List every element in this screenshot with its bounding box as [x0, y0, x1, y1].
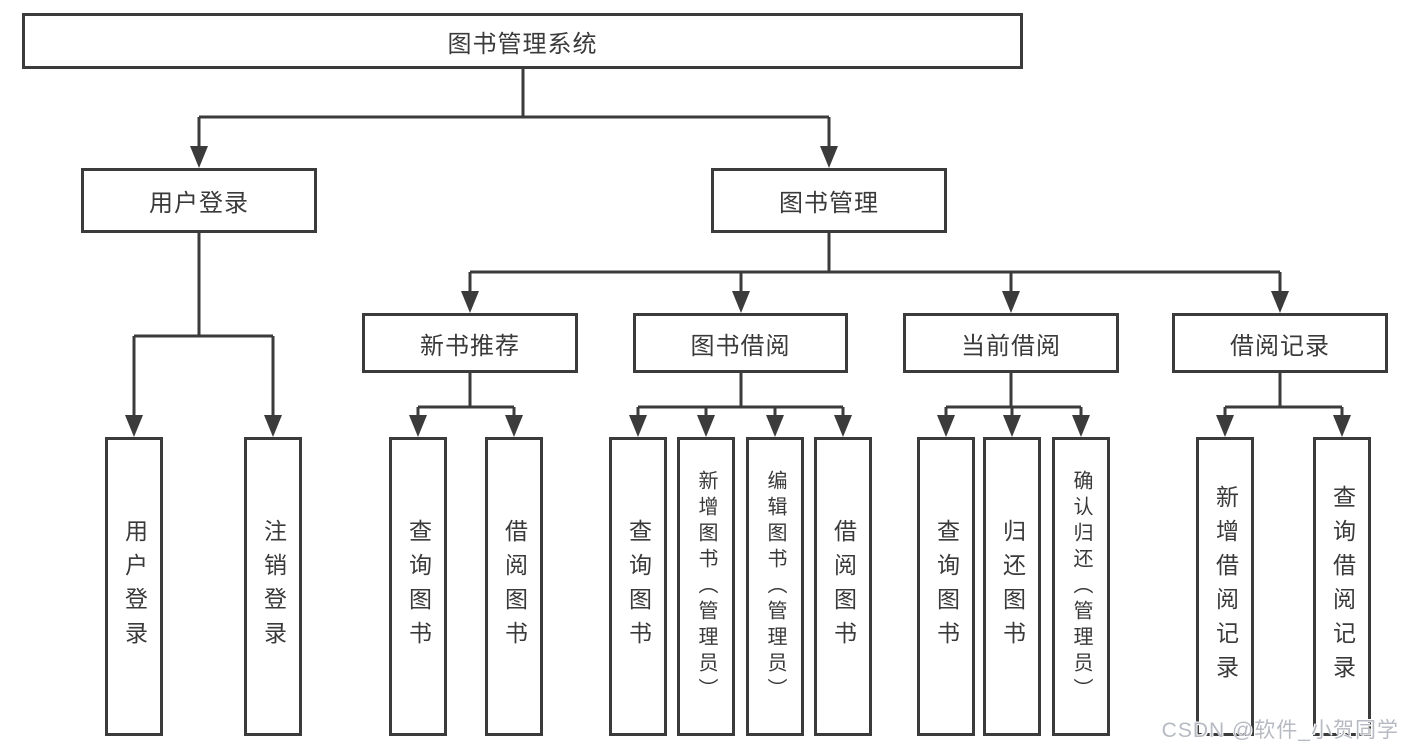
leaf-label: 查询图书 [933, 518, 960, 655]
node-book-borrowing: 图书借阅 [633, 313, 848, 373]
connector-borrow-to-leaves [629, 373, 852, 437]
leaf-label: 借阅图书 [830, 518, 857, 655]
node-label: 当前借阅 [961, 332, 1061, 360]
watermark: CSDN @软件_小贺同学 [1161, 719, 1399, 742]
arrowhead-icon [1216, 415, 1234, 437]
leaf-current-confirm-return-admin: 确认归还（管理员） [1052, 437, 1110, 736]
arrowhead-icon [409, 415, 427, 437]
arrowhead-icon [766, 415, 784, 437]
node-label: 借阅记录 [1230, 332, 1330, 360]
arrowhead-icon [505, 415, 523, 437]
leaf-current-query-books: 查询图书 [917, 437, 975, 736]
connector-management-to-level3 [461, 233, 1289, 313]
node-book-management: 图书管理 [711, 168, 947, 233]
leaf-logout: 注销登录 [244, 437, 302, 736]
arrowhead-icon [1003, 415, 1021, 437]
leaf-label: 借阅图书 [501, 518, 528, 655]
node-label: 用户登录 [149, 190, 249, 217]
arrowhead-icon [461, 291, 479, 313]
leaf-recommend-borrow-books: 借阅图书 [485, 437, 543, 736]
connector-login-to-leaves [125, 233, 282, 437]
leaf-recommend-query-books: 查询图书 [389, 437, 447, 736]
arrowhead-icon [125, 415, 143, 437]
arrowhead-icon [629, 415, 647, 437]
leaf-records-query-borrow-record: 查询借阅记录 [1313, 437, 1371, 736]
connector-root-to-level2 [190, 69, 838, 168]
leaf-label: 确认归还（管理员） [1070, 469, 1092, 704]
leaf-borrow-edit-books-admin: 编辑图书（管理员） [746, 437, 804, 736]
connector-recommend-to-leaves [409, 373, 523, 437]
leaf-borrow-query-books: 查询图书 [609, 437, 667, 736]
node-label: 新书推荐 [420, 332, 520, 360]
arrowhead-icon [697, 415, 715, 437]
leaf-label: 新增图书（管理员） [695, 469, 717, 704]
leaf-label: 新增借阅记录 [1212, 484, 1239, 689]
arrowhead-icon [1333, 415, 1351, 437]
connector-current-to-leaves [937, 373, 1090, 437]
arrowhead-icon [264, 415, 282, 437]
leaf-borrow-add-books-admin: 新增图书（管理员） [677, 437, 735, 736]
node-new-book-recommendation: 新书推荐 [362, 313, 578, 373]
leaf-records-add-borrow-record: 新增借阅记录 [1196, 437, 1254, 736]
node-current-borrowing: 当前借阅 [903, 313, 1119, 373]
arrowhead-icon [937, 415, 955, 437]
arrowhead-icon [190, 146, 208, 168]
node-user-login: 用户登录 [81, 168, 317, 233]
arrowhead-icon [834, 415, 852, 437]
leaf-user-login: 用户登录 [105, 437, 163, 736]
arrowhead-icon [1271, 291, 1289, 313]
arrowhead-icon [732, 291, 750, 313]
leaf-label: 归还图书 [999, 518, 1026, 655]
leaf-label: 注销登录 [260, 518, 287, 655]
connector-records-to-leaves [1216, 373, 1351, 437]
node-borrowing-records: 借阅记录 [1172, 313, 1388, 373]
node-label: 图书管理 [779, 190, 879, 217]
node-label: 图书管理系统 [447, 30, 598, 58]
leaf-label: 用户登录 [121, 518, 148, 655]
leaf-label: 查询图书 [625, 518, 652, 655]
node-label: 图书借阅 [690, 332, 791, 360]
leaf-label: 查询图书 [405, 518, 432, 655]
leaf-current-return-books: 归还图书 [983, 437, 1041, 736]
leaf-label: 编辑图书（管理员） [764, 469, 786, 704]
arrowhead-icon [1002, 291, 1020, 313]
arrowhead-icon [820, 146, 838, 168]
node-system-root: 图书管理系统 [22, 13, 1023, 69]
leaf-label: 查询借阅记录 [1329, 484, 1356, 689]
leaf-borrow-borrow-books: 借阅图书 [814, 437, 872, 736]
arrowhead-icon [1072, 415, 1090, 437]
